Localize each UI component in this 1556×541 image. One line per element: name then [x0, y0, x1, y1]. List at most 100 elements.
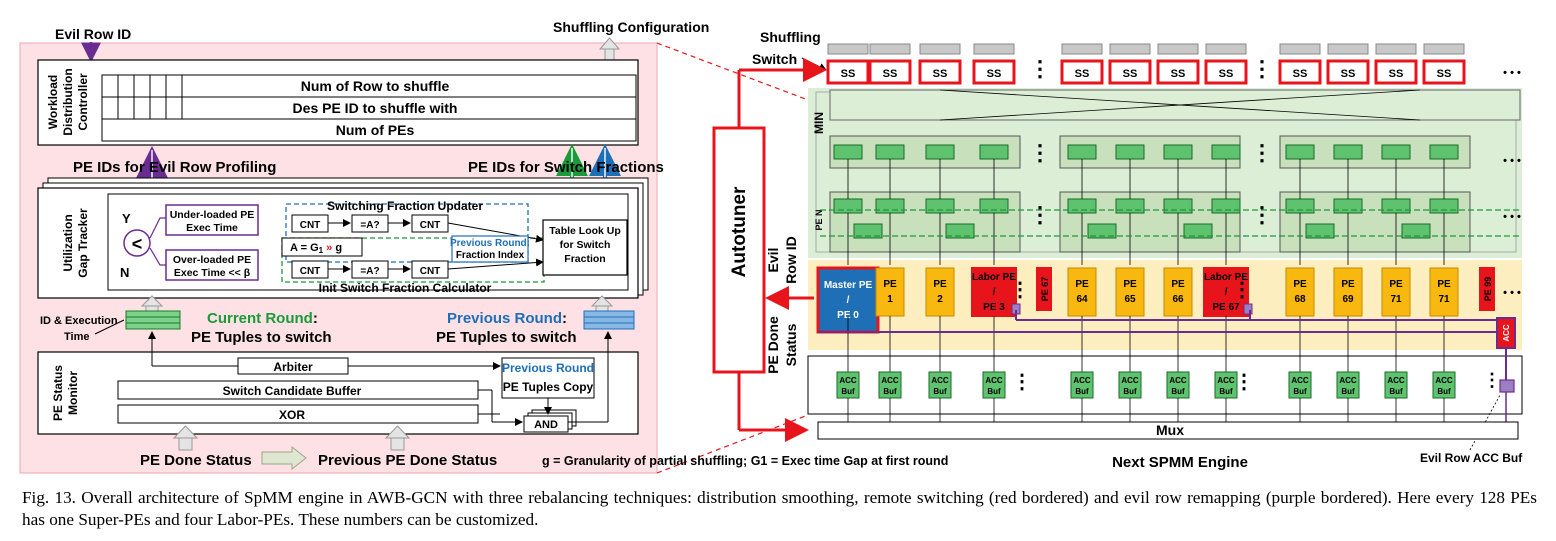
previous-pe-done-status-label: Previous PE Done Status: [318, 452, 497, 469]
pe-line2-2: 2: [937, 294, 943, 305]
pe-narrow-4: [1036, 267, 1052, 311]
pe-done-right-2: Status: [783, 323, 799, 366]
pe-box-10: [1333, 267, 1363, 317]
under-loaded-line1: Under-loaded PE: [170, 209, 255, 221]
pe-line1-9: PE: [1293, 279, 1307, 290]
shuffling-configuration-label: Shuffling Configuration: [553, 19, 709, 35]
acc-buf-line1-9: ACC: [1291, 376, 1309, 385]
autotuner-label: Autotuner: [729, 186, 750, 277]
pe-line1-5: PE: [1075, 279, 1089, 290]
pe-line1-11: PE: [1389, 279, 1403, 290]
acc-ellipsis-1: ⋮: [1012, 371, 1032, 393]
labor-pe-line2-8: /: [1225, 287, 1228, 298]
ss-dots: • • •: [1503, 67, 1521, 79]
pe-line1-12: PE: [1437, 279, 1451, 290]
acc-buf-line2-4: Buf: [987, 387, 1001, 396]
labor-pe-line2-3: /: [993, 287, 996, 298]
min-switch-l1-4: [979, 144, 1009, 160]
acc-purple-box: [1496, 317, 1516, 349]
labor-pe-3: [971, 267, 1017, 317]
acc-area: [807, 355, 1523, 415]
ss-label-3: SS: [933, 68, 948, 80]
ss-input-7: [1157, 43, 1199, 55]
acc-buf-line2-1: Buf: [841, 387, 855, 396]
ss-box-2: [868, 59, 912, 85]
min-switch-l2-3: [925, 198, 955, 214]
min-switch-l1-7: [1163, 144, 1193, 160]
pe-ellipsis-2: ⋮: [1232, 279, 1252, 301]
wdc-label-2: Distribution: [61, 68, 75, 135]
figure-caption: Fig. 13. Overall architecture of SpMM en…: [22, 488, 1537, 529]
ss-box-4: [972, 59, 1016, 85]
isfc-label: Init Switch Fraction Calculator: [319, 281, 492, 295]
ss-label-1: SS: [841, 68, 856, 80]
wdc-row-num-of-row: Num of Row to shuffle: [301, 78, 450, 94]
id-exec-time-1: ID & Execution: [40, 315, 118, 327]
pe-line2-6: 65: [1124, 294, 1136, 305]
shuffling-switch-2: Switch: [752, 51, 797, 67]
ss-box-12: [1422, 59, 1466, 85]
psm-label-1: PE Status: [51, 365, 65, 421]
min-switch-l2-10: [1333, 198, 1363, 214]
pe-done-right-1: PE Done: [765, 316, 781, 374]
over-loaded-line1: Over-loaded PE: [173, 254, 251, 266]
arbiter-label: Arbiter: [273, 360, 313, 374]
ss-ellipsis-2: ⋮: [1251, 56, 1273, 81]
pe-box-6: [1115, 267, 1145, 317]
labor-pe-line3-8: PE 67: [1212, 302, 1240, 313]
acc-buf-line1-2: ACC: [881, 376, 899, 385]
ss-input-11: [1375, 43, 1417, 55]
acc-buf-line1-6: ACC: [1121, 376, 1139, 385]
eq-2: =A?: [360, 266, 379, 277]
pe-line2-5: 64: [1076, 294, 1088, 305]
ss-label-4: SS: [987, 68, 1002, 80]
acc-buf-line2-10: Buf: [1341, 387, 1355, 396]
min-switch-l2-1: [833, 198, 863, 214]
ss-box-6: [1108, 59, 1152, 85]
acc-buf-line2-2: Buf: [883, 387, 897, 396]
ss-input-8: [1205, 43, 1247, 55]
pe-box-12: [1429, 267, 1459, 317]
formula-box: [281, 237, 363, 257]
wdc-label-3: Controller: [76, 73, 90, 131]
min-switch-l3-7: [1183, 223, 1213, 239]
table-lookup-1: Table Look Up: [549, 225, 621, 237]
acc-buf-line1-12: ACC: [1435, 376, 1453, 385]
min-switch-l1-9: [1285, 144, 1315, 160]
min-switch-l2-8: [1211, 198, 1241, 214]
xor-label: XOR: [279, 408, 305, 422]
ss-label-2: SS: [883, 68, 898, 80]
ss-label-10: SS: [1341, 68, 1356, 80]
acc-buf-line2-5: Buf: [1075, 387, 1089, 396]
ss-label-5: SS: [1075, 68, 1090, 80]
current-round-tuple-buffer: [125, 310, 181, 330]
pe-box-11: [1381, 267, 1411, 317]
acc-buf-line2-8: Buf: [1219, 387, 1233, 396]
acc-buf-line2-7: Buf: [1171, 387, 1185, 396]
pe-box-5: [1067, 267, 1097, 317]
min-switch-l1-5: [1067, 144, 1097, 160]
min-ellipsis-b-2: ⋮: [1251, 202, 1273, 227]
acc-buf-line1-1: ACC: [839, 376, 857, 385]
ugt-label-1: Utilization: [61, 214, 75, 271]
ss-label-8: SS: [1219, 68, 1234, 80]
min-switch-l2-6: [1115, 198, 1145, 214]
min-switch-l2-12: [1429, 198, 1459, 214]
pe-line2-9: 68: [1294, 294, 1306, 305]
acc-buf-line2-9: Buf: [1293, 387, 1307, 396]
ss-label-11: SS: [1389, 68, 1404, 80]
pe-narrow-label-4: PE 67: [1040, 277, 1050, 302]
acc-ellipsis-3: ⋮: [1483, 370, 1501, 390]
ugt-label-2: Gap Tracker: [76, 208, 90, 278]
pe-narrow-13: [1479, 267, 1495, 311]
ss-input-4: [973, 43, 1015, 55]
switch-candidate-label: Switch Candidate Buffer: [223, 384, 362, 398]
fraction-prev-round: Previous Round:: [450, 238, 530, 249]
ss-input-1: [827, 43, 869, 55]
granularity-note: g = Granularity of partial shuffling; G1…: [542, 454, 948, 468]
id-exec-time-2: Time: [64, 331, 89, 343]
psm-label-2: Monitor: [66, 371, 80, 415]
min-label: MIN: [812, 112, 826, 134]
acc-buf-line1-10: ACC: [1339, 376, 1357, 385]
pe-narrow-label-13: PE 99: [1483, 277, 1493, 302]
